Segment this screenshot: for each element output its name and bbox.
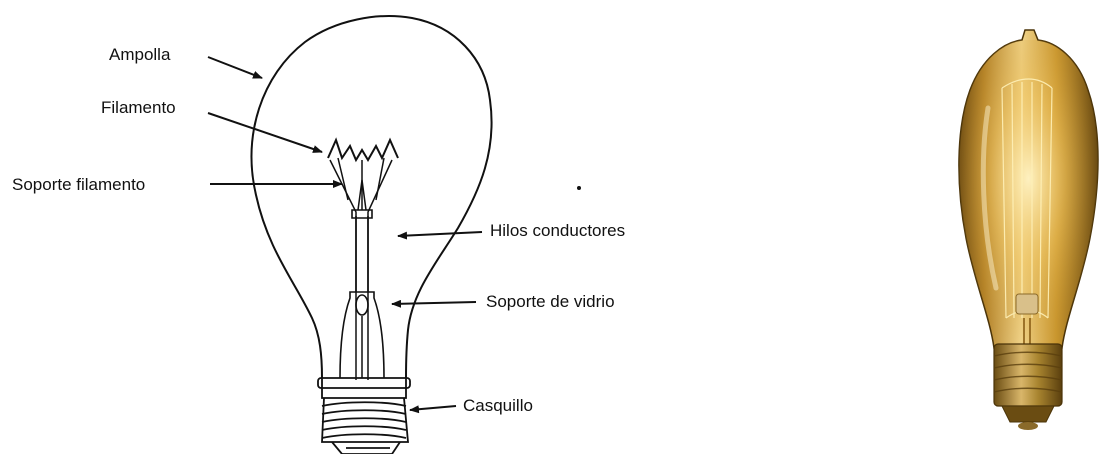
label-filamento: Filamento <box>101 98 176 117</box>
label-casquillo: Casquillo <box>463 396 533 415</box>
vintage-bulb-photo <box>930 18 1117 448</box>
label-soporte-filamento: Soporte filamento <box>12 175 146 194</box>
bulb-diagram: Ampolla Filamento Soporte filamento Hilo… <box>12 15 626 454</box>
label-hilos-conductores: Hilos conductores <box>490 221 626 240</box>
label-soporte-vidrio: Soporte de vidrio <box>486 292 615 311</box>
vintage-filament <box>1001 78 1053 319</box>
screw-base <box>317 377 411 454</box>
bulb-glass-outline <box>250 15 493 379</box>
bulb-diagram-drawing <box>207 15 581 454</box>
vintage-bulb-illustration <box>958 29 1099 430</box>
filament <box>327 137 399 163</box>
vintage-screw-base <box>993 343 1063 430</box>
label-ampolla: Ampolla <box>109 45 171 64</box>
filament-supports <box>329 157 393 380</box>
leader-arrows <box>207 56 483 414</box>
